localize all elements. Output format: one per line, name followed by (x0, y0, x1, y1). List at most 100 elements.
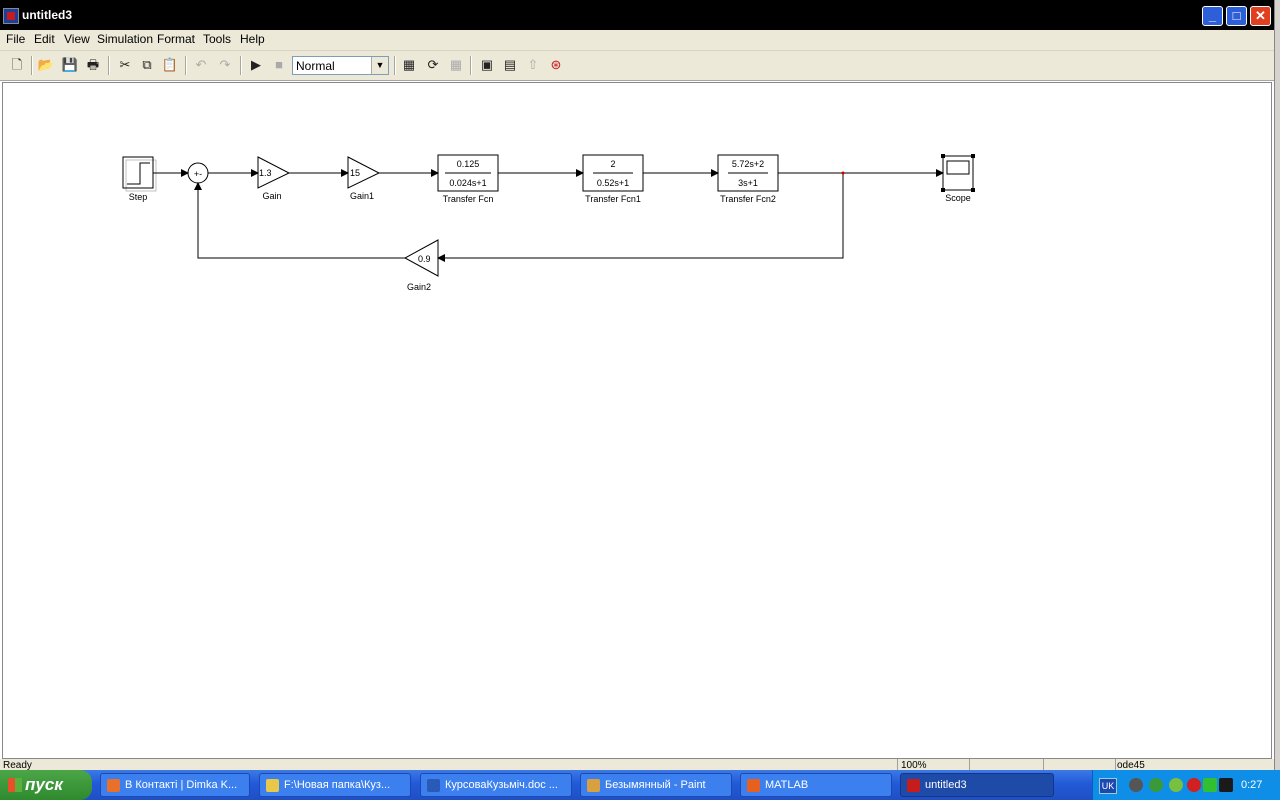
windows-logo-icon (8, 778, 22, 792)
step-label: Step (129, 192, 148, 202)
toolbar-separator (31, 56, 33, 75)
clock: 0:27 (1241, 779, 1263, 791)
paint-icon (587, 779, 600, 792)
menu-help[interactable]: Help (240, 32, 265, 46)
scope-block[interactable]: Scope (941, 154, 975, 203)
copy-icon[interactable]: ⧉ (142, 57, 152, 72)
feedback-line[interactable] (437, 173, 844, 262)
antivirus-icon[interactable] (1169, 778, 1183, 792)
taskbar-item-label: Безымянный - Paint (605, 779, 706, 791)
taskbar-item[interactable]: F:\Новая папка\Куз... (259, 773, 411, 797)
toolbar-separator (108, 56, 110, 75)
open-icon[interactable]: 📂 (37, 57, 55, 72)
save-icon[interactable]: 💾 (61, 57, 79, 72)
taskbar-item-active[interactable]: untitled3 (900, 773, 1054, 797)
tf1-label: Transfer Fcn1 (585, 194, 641, 204)
tf2-numerator: 5.72s+2 (732, 159, 764, 169)
tf2-label: Transfer Fcn2 (720, 194, 776, 204)
stop-simulation-icon[interactable]: ■ (275, 57, 283, 72)
minimize-button[interactable]: _ (1202, 6, 1223, 26)
menu-file[interactable]: File (6, 32, 26, 46)
network-icon[interactable] (1149, 778, 1163, 792)
build-icon[interactable]: ▦ (402, 57, 416, 72)
gain1-block[interactable]: 15 Gain1 (347, 156, 381, 201)
taskbar-item-label: MATLAB (765, 779, 809, 791)
status-cell (969, 759, 1042, 770)
gain1-label: Gain1 (350, 191, 374, 201)
firefox-icon (107, 779, 120, 792)
matlab-icon (747, 779, 760, 792)
taskbar-item-label: КурсоваКузьміч.doc ... (445, 779, 558, 791)
zoom-level: 100% (901, 760, 927, 771)
tf1-numerator: 2 (610, 159, 615, 169)
update-diagram-icon[interactable]: ⟳ (427, 57, 439, 72)
taskbar-item[interactable]: Безымянный - Paint (580, 773, 732, 797)
undo-icon[interactable]: ↶ (195, 57, 207, 72)
model-canvas[interactable]: Step +- 1.3 Gain 15 Gain1 0. (2, 82, 1272, 759)
print-icon[interactable]: 🖶 (86, 57, 100, 72)
chevron-down-icon[interactable]: ▼ (371, 57, 388, 74)
signal-lines (153, 169, 944, 262)
feedback-line[interactable] (194, 182, 405, 259)
menu-simulation[interactable]: Simulation (97, 32, 154, 46)
toolbar-separator (470, 56, 472, 75)
start-simulation-icon[interactable]: ▶ (251, 57, 261, 72)
gain-block[interactable]: 1.3 Gain (257, 156, 291, 201)
transfer-fcn1-block[interactable]: 2 0.52s+1 Transfer Fcn1 (582, 154, 644, 204)
simulink-icon (907, 779, 920, 792)
gain-label: Gain (262, 191, 281, 201)
tray-arrow-icon[interactable] (1129, 778, 1143, 792)
taskbar-item[interactable]: MATLAB (740, 773, 892, 797)
toolbar-separator (240, 56, 242, 75)
status-cell: ode45 (1115, 759, 1256, 771)
debug-icon[interactable]: ▦ (449, 57, 463, 72)
tf-denominator: 0.024s+1 (449, 178, 486, 188)
transfer-fcn-block[interactable]: 0.125 0.024s+1 Transfer Fcn (437, 154, 499, 204)
close-button[interactable]: ✕ (1250, 6, 1271, 26)
simulink-app-icon (3, 8, 19, 24)
taskbar-item-label: untitled3 (925, 779, 967, 791)
go-to-parent-icon[interactable]: ⇧ (527, 57, 539, 72)
gain1-value: 15 (350, 168, 360, 178)
model-explorer-icon[interactable]: ▤ (503, 57, 517, 72)
maximize-button[interactable]: □ (1226, 6, 1247, 26)
toolbar-separator (394, 56, 396, 75)
window-edge (1274, 0, 1280, 770)
paste-icon[interactable]: 📋 (161, 57, 179, 72)
status-text: Ready (3, 760, 32, 771)
menu-format[interactable]: Format (157, 32, 196, 46)
sum-block[interactable]: +- (187, 162, 209, 184)
simulation-mode-value: Normal (296, 59, 335, 73)
step-block[interactable]: Step (122, 156, 157, 202)
language-indicator[interactable]: UK (1099, 778, 1117, 794)
gain-value: 1.3 (259, 168, 272, 178)
model-advisor-icon[interactable]: ⊛ (550, 57, 562, 72)
gain2-label: Gain2 (407, 282, 431, 292)
tray-x-icon[interactable] (1219, 778, 1233, 792)
menu-view[interactable]: View (64, 32, 90, 46)
taskbar: пуск В Контакті | Dimka K... F:\Новая па… (0, 770, 1280, 800)
transfer-fcn2-block[interactable]: 5.72s+2 3s+1 Transfer Fcn2 (717, 154, 779, 204)
new-icon[interactable]: 🗋 (11, 57, 23, 72)
menu-tools[interactable]: Tools (203, 32, 232, 46)
taskbar-item-label: В Контакті | Dimka K... (125, 779, 238, 791)
simulation-mode-select[interactable]: Normal ▼ (292, 56, 389, 75)
tf2-denominator: 3s+1 (738, 178, 758, 188)
blocked-icon[interactable] (1187, 778, 1201, 792)
start-button[interactable]: пуск (0, 770, 92, 800)
cut-icon[interactable]: ✂ (119, 57, 131, 72)
taskbar-item[interactable]: КурсоваКузьміч.doc ... (420, 773, 572, 797)
tf-numerator: 0.125 (457, 159, 480, 169)
toolbar: 🗋 📂 💾 🖶 ✂ ⧉ 📋 ↶ ↷ ▶ ■ Normal ▼ ▦ ⟳ ▦ ▣ ▤… (0, 51, 1274, 81)
window-title: untitled3 (22, 8, 72, 22)
redo-icon[interactable]: ↷ (219, 57, 231, 72)
solver-name: ode45 (1117, 760, 1145, 771)
gain2-block[interactable]: 0.9 Gain2 (403, 239, 439, 292)
library-browser-icon[interactable]: ▣ (480, 57, 494, 72)
status-bar: Ready 100% ode45 (0, 759, 1274, 771)
menu-bar: File Edit View Simulation Format Tools H… (0, 30, 1274, 51)
menu-edit[interactable]: Edit (34, 32, 55, 46)
block-diagram: Step +- 1.3 Gain 15 Gain1 0. (122, 154, 975, 292)
battery-icon[interactable] (1203, 778, 1217, 792)
taskbar-item[interactable]: В Контакті | Dimka K... (100, 773, 250, 797)
